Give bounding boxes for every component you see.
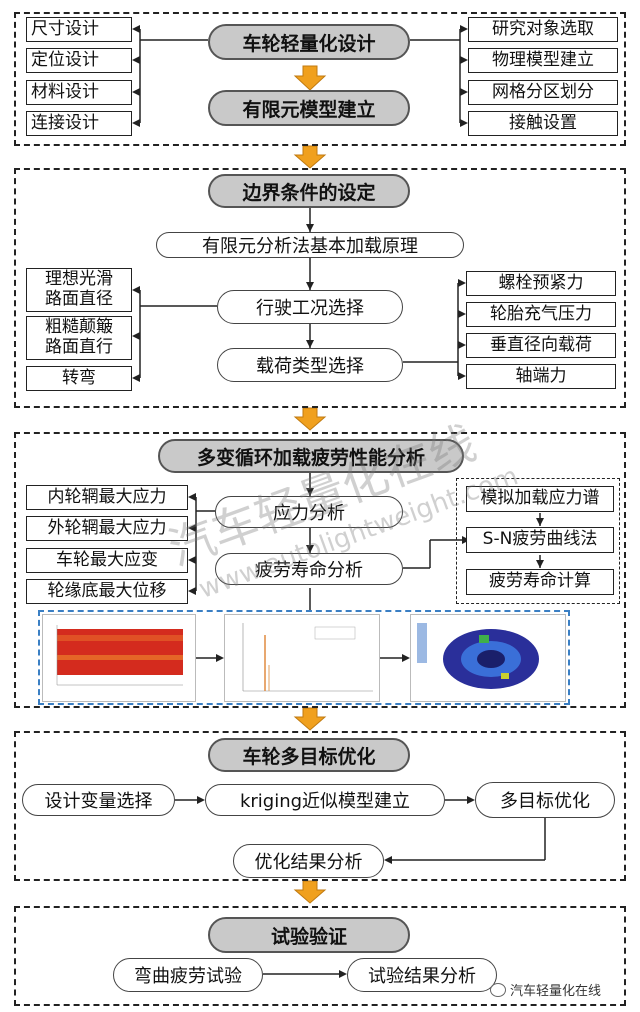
- section-lightweight-design: [14, 12, 626, 146]
- bending-fatigue-test-pill: 弯曲疲劳试验: [113, 958, 263, 992]
- axial-force-box: 轴端力: [466, 364, 616, 389]
- max-strain-box: 车轮最大应变: [26, 548, 188, 573]
- multi-objective-pill: 多目标优化: [475, 782, 615, 818]
- boundary-header: 边界条件的设定: [208, 174, 410, 208]
- section-validation: [14, 906, 626, 1006]
- inner-rim-stress-box: 内轮辋最大应力: [26, 485, 188, 510]
- fatigue-contour-image: [410, 614, 566, 702]
- kriging-model-pill: kriging近似模型建立: [205, 784, 445, 816]
- size-design-box: 尺寸设计: [26, 17, 132, 42]
- fem-model-header: 有限元模型建立: [208, 90, 410, 126]
- flange-displacement-box: 轮缘底最大位移: [26, 579, 188, 604]
- life-calculation-box: 疲劳寿命计算: [466, 569, 614, 595]
- design-variable-pill: 设计变量选择: [22, 784, 175, 816]
- outer-rim-stress-box: 外轮辋最大应力: [26, 516, 188, 541]
- section-boundary-conditions: [14, 168, 626, 408]
- load-type-pill: 载荷类型选择: [217, 348, 403, 382]
- physical-model-box: 物理模型建立: [468, 48, 618, 73]
- tire-pressure-box: 轮胎充气压力: [466, 302, 616, 327]
- section-fatigue-analysis: [14, 432, 626, 708]
- contact-setting-box: 接触设置: [468, 111, 618, 136]
- mesh-partition-box: 网格分区划分: [468, 80, 618, 105]
- load-spectrum-box: 模拟加载应力谱: [466, 486, 614, 512]
- fatigue-header: 多变循环加载疲劳性能分析: [158, 439, 464, 473]
- driving-condition-pill: 行驶工况选择: [217, 290, 403, 324]
- source-logo-text: 汽车轻量化在线: [510, 984, 602, 999]
- source-logo: 汽车轻量化在线: [490, 980, 601, 999]
- fatigue-life-pill: 疲劳寿命分析: [215, 553, 403, 585]
- lightweight-design-header: 车轮轻量化设计: [208, 24, 410, 60]
- optimization-result-pill: 优化结果分析: [233, 844, 384, 878]
- material-design-box: 材料设计: [26, 80, 132, 105]
- optimization-header: 车轮多目标优化: [208, 738, 410, 772]
- stress-analysis-pill: 应力分析: [215, 496, 403, 528]
- wechat-icon: [490, 982, 506, 997]
- fatigue-method-group: [456, 478, 620, 604]
- research-object-box: 研究对象选取: [468, 17, 618, 42]
- position-design-box: 定位设计: [26, 48, 132, 73]
- connection-design-box: 连接设计: [26, 111, 132, 136]
- analysis-image-strip: [38, 610, 570, 705]
- section-optimization: [14, 731, 626, 881]
- turning-box: 转弯: [26, 366, 132, 391]
- sn-curve-box: S-N疲劳曲线法: [466, 527, 614, 553]
- test-result-pill: 试验结果分析: [347, 958, 497, 992]
- bolt-preload-box: 螺栓预紧力: [466, 271, 616, 296]
- fem-principle-pill: 有限元分析法基本加载原理: [156, 232, 464, 258]
- rough-road-box: 粗糙颠簸 路面直行: [26, 316, 132, 360]
- validation-header: 试验验证: [208, 917, 410, 953]
- smooth-road-box: 理想光滑 路面直径: [26, 268, 132, 312]
- sn-curve-image: [224, 614, 380, 702]
- stress-spectrum-image: [42, 614, 196, 702]
- radial-load-box: 垂直径向载荷: [466, 333, 616, 358]
